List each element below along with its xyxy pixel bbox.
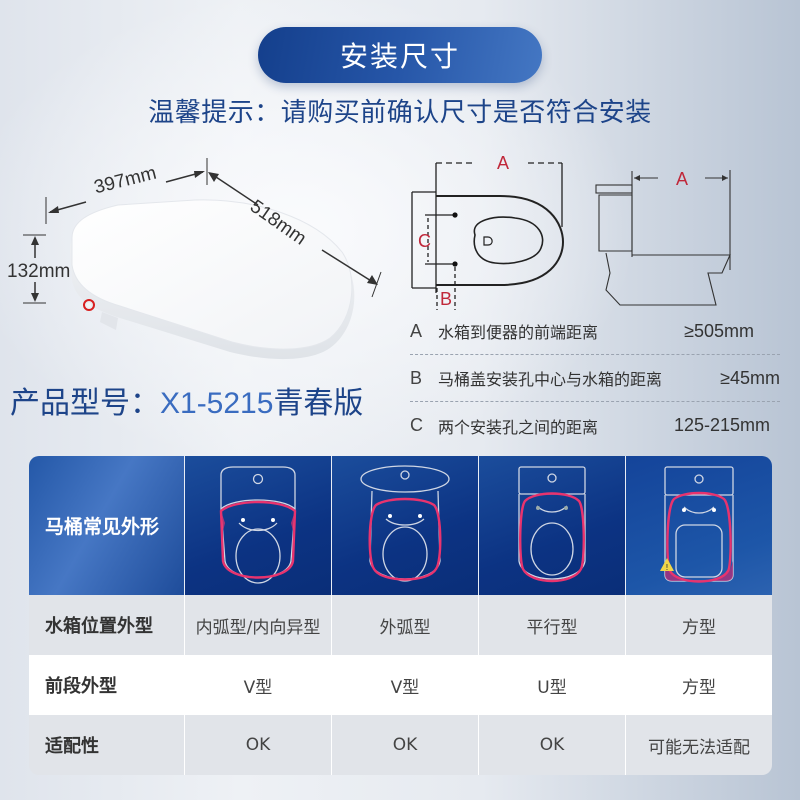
toilet-shape-outer-arc-icon (331, 456, 478, 595)
compatibility-table: 马桶常见外形 (29, 456, 772, 775)
table-cell: 外弧型 (331, 595, 478, 655)
table-cell: V型 (184, 655, 331, 715)
spec-row-a: A 水箱到便器的前端距离 ≥505mm (410, 308, 780, 355)
table-header-label: 马桶常见外形 (29, 456, 184, 595)
warning-icon: ! (665, 563, 668, 572)
model-label: 产品型号： (10, 386, 160, 421)
spec-row-b: B 马桶盖安装孔中心与水箱的距离 ≥45mm (410, 355, 780, 402)
product-model: 产品型号：X1-5215青春版 (10, 378, 363, 422)
spec-list: A 水箱到便器的前端距离 ≥505mm B 马桶盖安装孔中心与水箱的距离 ≥45… (410, 308, 780, 449)
spec-letter: B (410, 367, 423, 388)
table-cell: 内弧型/内向异型 (184, 595, 331, 655)
row-label-compatibility: 适配性 (29, 715, 184, 775)
spec-letter: A (410, 320, 423, 341)
spec-desc: 马桶盖安装孔中心与水箱的距离 (438, 370, 663, 389)
table-cell: 平行型 (478, 595, 625, 655)
model-edition: 青春版 (273, 386, 364, 421)
table-cell: U型 (478, 655, 625, 715)
purchase-tip: 温馨提示：请购买前确认尺寸是否符合安装 (148, 98, 652, 128)
row-label-tank-shape: 水箱位置外型 (29, 595, 184, 655)
table-cell: OK (184, 715, 331, 775)
table-cell: 方型 (625, 595, 772, 655)
spec-value: 125-215mm (673, 415, 770, 435)
dimension-height: 132mm (7, 261, 71, 282)
spec-desc: 两个安装孔之间的距离 (438, 417, 599, 437)
table-cell: 可能无法适配 (625, 715, 772, 775)
section-title: 安装尺寸 (339, 40, 460, 73)
label-c: C (418, 231, 431, 251)
spec-value: ≥45mm (720, 367, 780, 388)
spec-value: ≥505mm (684, 320, 754, 341)
table-cell: OK (478, 715, 625, 775)
row-label-front-shape: 前段外型 (29, 655, 184, 715)
toilet-seat-image (23, 158, 382, 360)
installation-diagram: A C B A (411, 153, 731, 310)
spec-letter: C (410, 415, 423, 435)
spec-row-c: C 两个安装孔之间的距离 125-215mm (410, 402, 780, 449)
table-cell: 方型 (625, 655, 772, 715)
toilet-shape-parallel-icon (478, 456, 625, 595)
toilet-shape-square-icon: ! (625, 456, 772, 595)
label-a-side: A (676, 169, 688, 189)
spec-desc: 水箱到便器的前端距离 (438, 323, 599, 342)
section-title-pill: 安装尺寸 (258, 27, 542, 83)
table-cell: OK (331, 715, 478, 775)
label-a-top: A (497, 153, 509, 173)
label-b: B (440, 289, 452, 309)
table-cell: V型 (331, 655, 478, 715)
toilet-shape-inner-arc-icon (184, 456, 331, 595)
model-number: X1-5215 (160, 387, 274, 420)
